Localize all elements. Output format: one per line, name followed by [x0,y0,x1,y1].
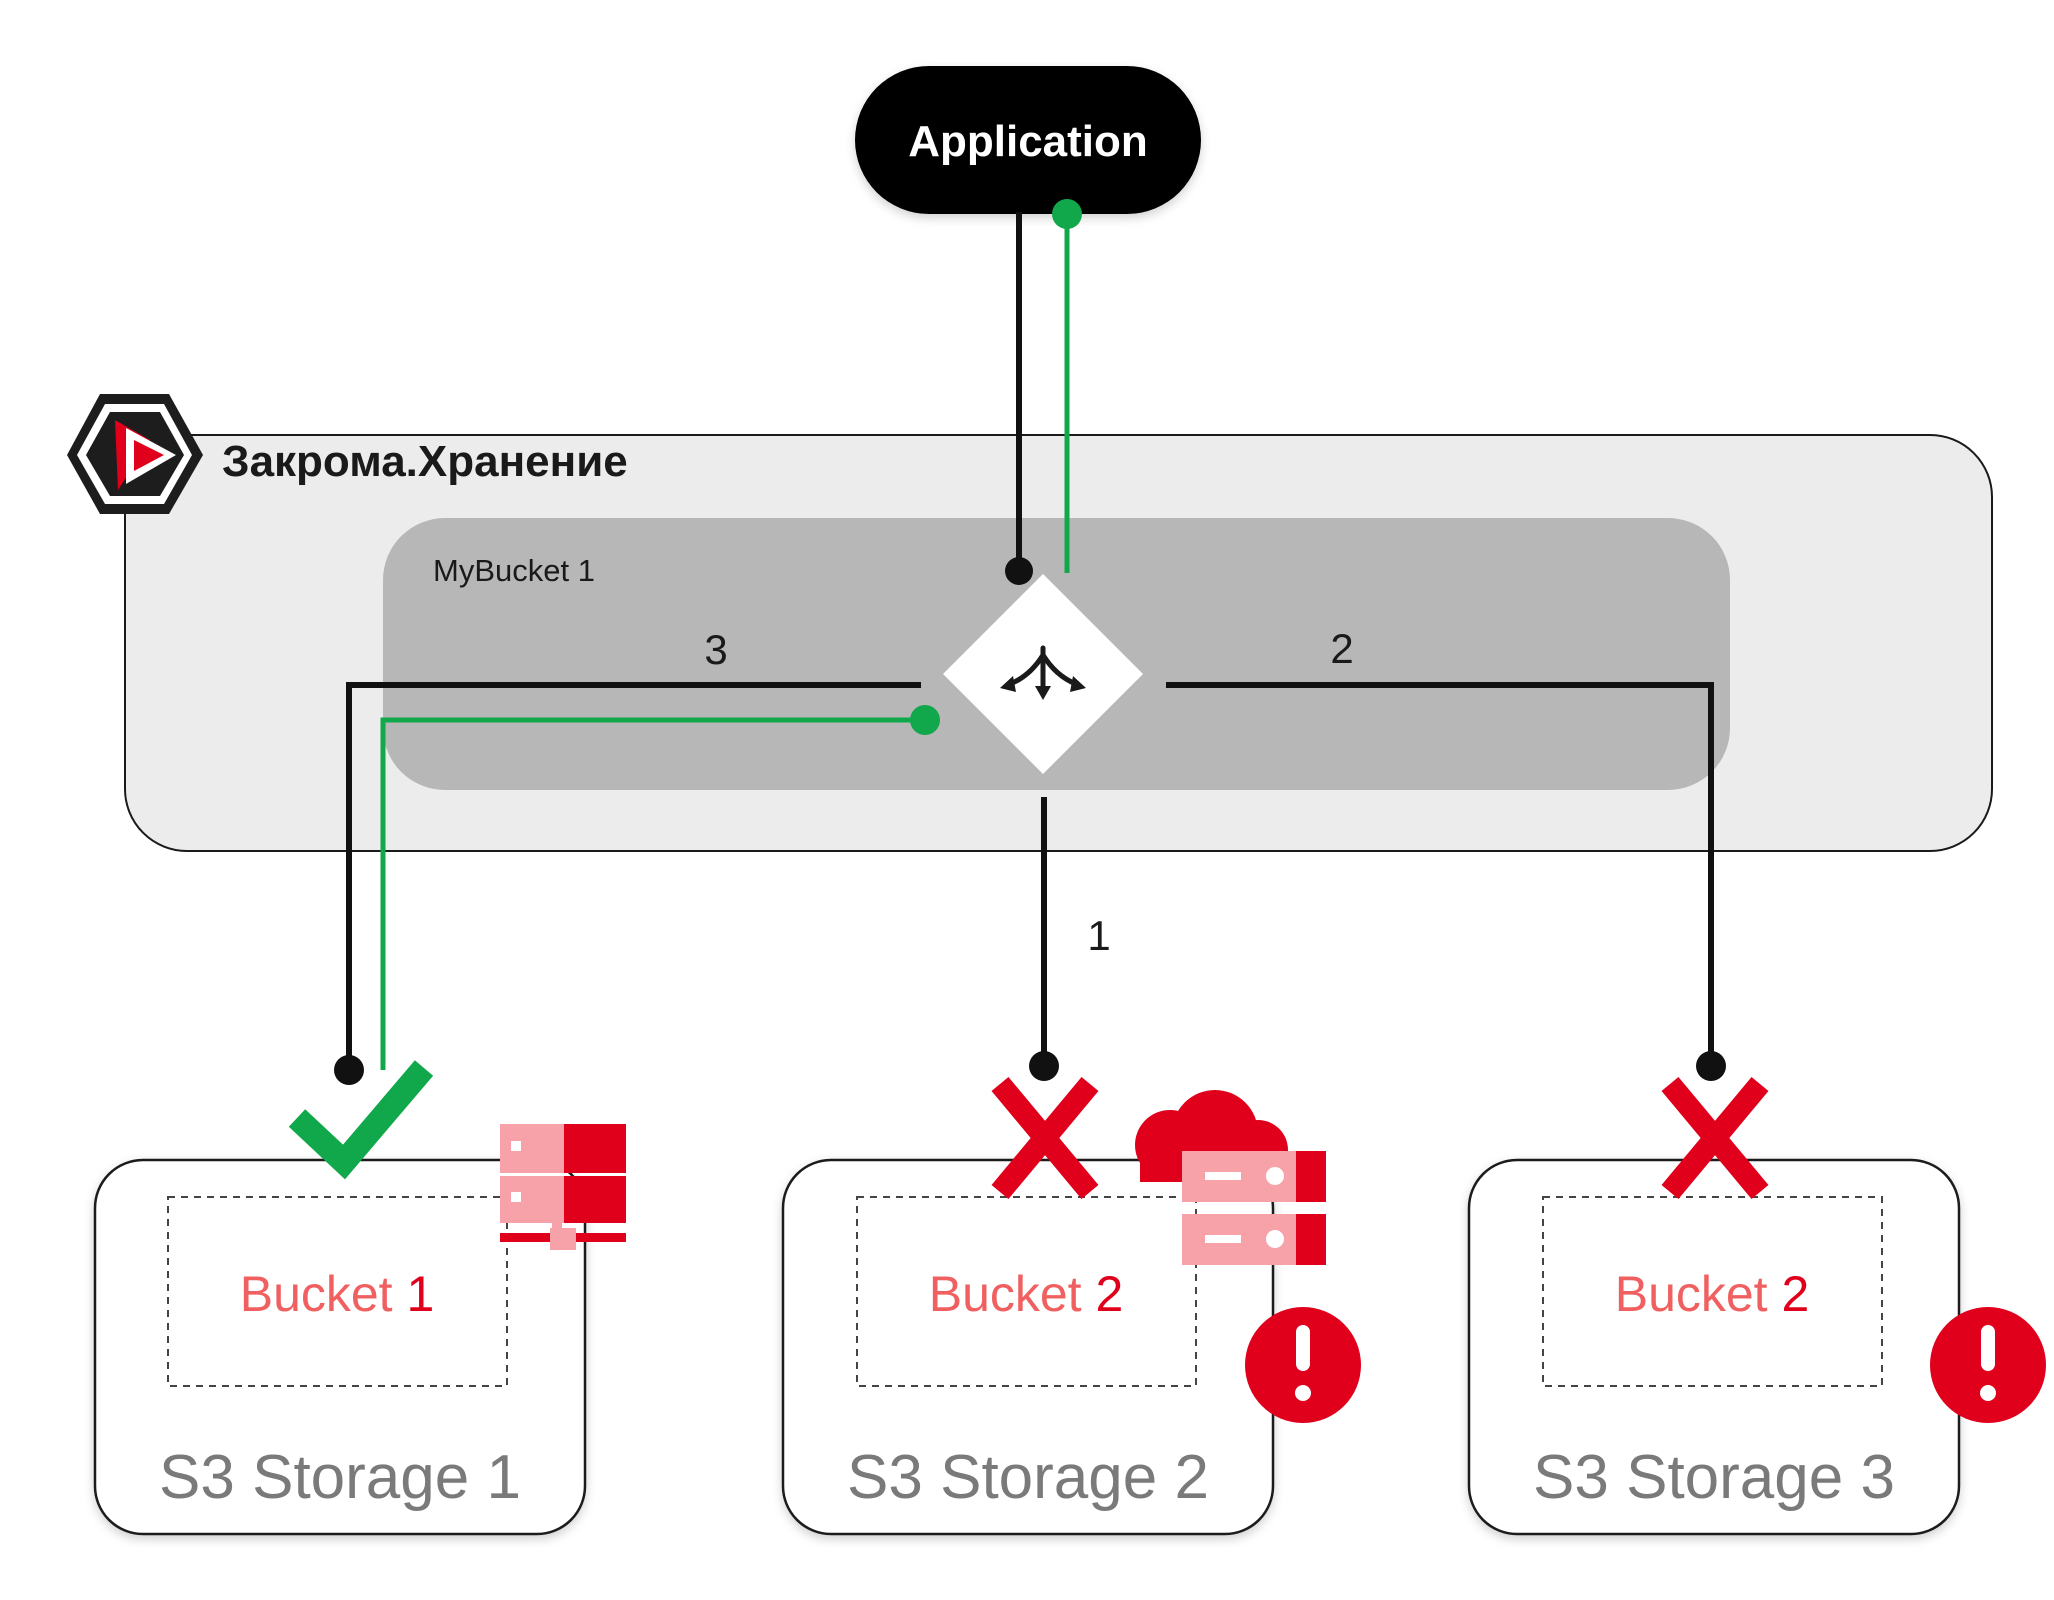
bucket-label-2: Bucket 2 [929,1266,1124,1322]
alert-icon-3 [1930,1307,2046,1423]
virtual-bucket-label: MyBucket 1 [433,553,595,588]
route-3-end [334,1055,364,1085]
route-2-end [1696,1051,1726,1081]
storage-card-2[interactable]: Bucket 2 S3 Storage 2 [781,1158,1275,1536]
response-line-end [1052,199,1082,229]
bucket-box-1 [167,1196,508,1387]
cross-icon [1661,1076,1769,1200]
platform-name: Закрома.Хранение [222,437,628,486]
on-prem-server-icon [500,1124,626,1250]
bucket-box-3 [1542,1196,1883,1387]
bucket-label-1: Bucket 1 [240,1266,435,1322]
router-node[interactable] [943,574,1143,774]
cloud-server-icon [1135,1090,1326,1265]
application-label: Application [908,117,1148,166]
route-2-label: 2 [1330,625,1353,672]
route-3-line [346,682,921,1070]
route-1-end [1029,1051,1059,1081]
storage-name-1: S3 Storage 1 [159,1443,521,1512]
application-node[interactable] [855,66,1201,214]
storage-name-3: S3 Storage 3 [1533,1443,1895,1512]
route-3-label: 3 [704,626,727,673]
success-return-end [910,705,940,735]
request-line-end [1005,557,1033,585]
storage-card-3[interactable]: Bucket 2 S3 Storage 3 [1467,1158,1961,1536]
cross-icon [991,1076,1099,1200]
bucket-label-3: Bucket 2 [1615,1266,1810,1322]
alert-icon-2 [1245,1307,1361,1423]
bucket-box-2 [856,1196,1197,1387]
success-return-line [380,717,925,1070]
route-1-label: 1 [1087,912,1110,959]
check-icon [288,1060,434,1180]
split-arrows-icon [1000,645,1086,700]
zakroma-hex-logo-icon [67,394,203,514]
storage-card-1[interactable]: Bucket 1 S3 Storage 1 [93,1158,587,1536]
route-2-line [1166,682,1714,1066]
storage-name-2: S3 Storage 2 [847,1443,1209,1512]
